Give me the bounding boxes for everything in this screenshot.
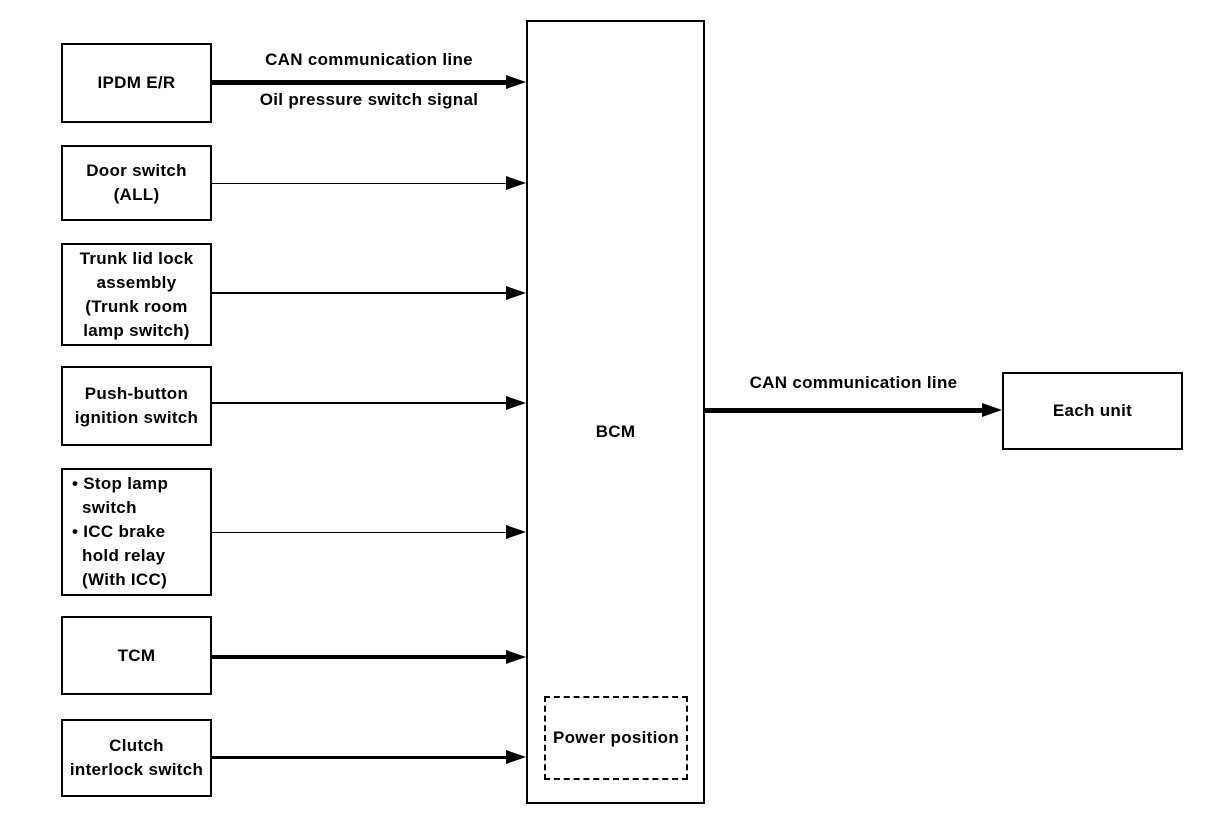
node-bcm: BCM Power position — [526, 20, 705, 804]
node-label: IPDM E/R — [97, 73, 176, 92]
arrow-shaft — [705, 407, 982, 413]
node-each-unit: Each unit — [1002, 372, 1183, 450]
arrowhead-icon — [506, 176, 526, 190]
node-push-button-ignition: Push-button ignition switch — [61, 366, 212, 446]
arrowhead-icon — [506, 286, 526, 300]
node-label: Door switch (ALL) — [86, 161, 187, 204]
node-door-switch: Door switch (ALL) — [61, 145, 212, 221]
node-label: Trunk lid lock assembly (Trunk room lamp… — [79, 248, 194, 340]
arrow-push-to-bcm — [212, 396, 526, 410]
node-ipdm-er: IPDM E/R — [61, 43, 212, 123]
arrow-shaft — [212, 79, 506, 85]
arrow-shaft — [212, 292, 506, 294]
arrowhead-icon — [506, 525, 526, 539]
node-label: Push-button ignition switch — [74, 384, 199, 427]
node-stop-lamp-icc: • Stop lamp switch • ICC brake hold rela… — [61, 468, 212, 596]
node-label: Clutch interlock switch — [69, 736, 204, 779]
node-tcm: TCM — [61, 616, 212, 695]
arrow-shaft — [212, 531, 506, 533]
arrowhead-icon — [506, 750, 526, 764]
node-label: TCM — [117, 645, 156, 665]
arrowhead-icon — [506, 75, 526, 89]
edge-label-oil-pressure-signal: Oil pressure switch signal — [259, 90, 479, 109]
node-power-position: Power position — [544, 696, 688, 780]
arrow-bcm-to-each-unit — [705, 403, 1002, 417]
arrow-clutch-to-bcm — [212, 750, 526, 764]
arrow-shaft — [212, 655, 506, 659]
arrow-stop-to-bcm — [212, 525, 526, 539]
node-label: Power position — [552, 728, 680, 747]
arrow-door-to-bcm — [212, 176, 526, 190]
edge-label-can-communication-top: CAN communication line — [265, 50, 473, 69]
arrow-ipdm-to-bcm — [212, 75, 526, 89]
node-trunk-lid-lock: Trunk lid lock assembly (Trunk room lamp… — [61, 243, 212, 346]
arrowhead-icon — [982, 403, 1002, 417]
arrow-trunk-to-bcm — [212, 286, 526, 300]
arrow-shaft — [212, 182, 506, 184]
node-label: BCM — [595, 422, 636, 441]
arrow-shaft — [212, 755, 506, 759]
arrowhead-icon — [506, 396, 526, 410]
node-label: • Stop lamp switch • ICC brake hold rela… — [72, 474, 169, 589]
edge-label-can-communication-output: CAN communication line — [749, 373, 958, 392]
arrow-tcm-to-bcm — [212, 650, 526, 664]
node-clutch-interlock: Clutch interlock switch — [61, 719, 212, 797]
arrowhead-icon — [506, 650, 526, 664]
arrow-shaft — [212, 402, 506, 404]
node-label: Each unit — [1052, 401, 1133, 420]
